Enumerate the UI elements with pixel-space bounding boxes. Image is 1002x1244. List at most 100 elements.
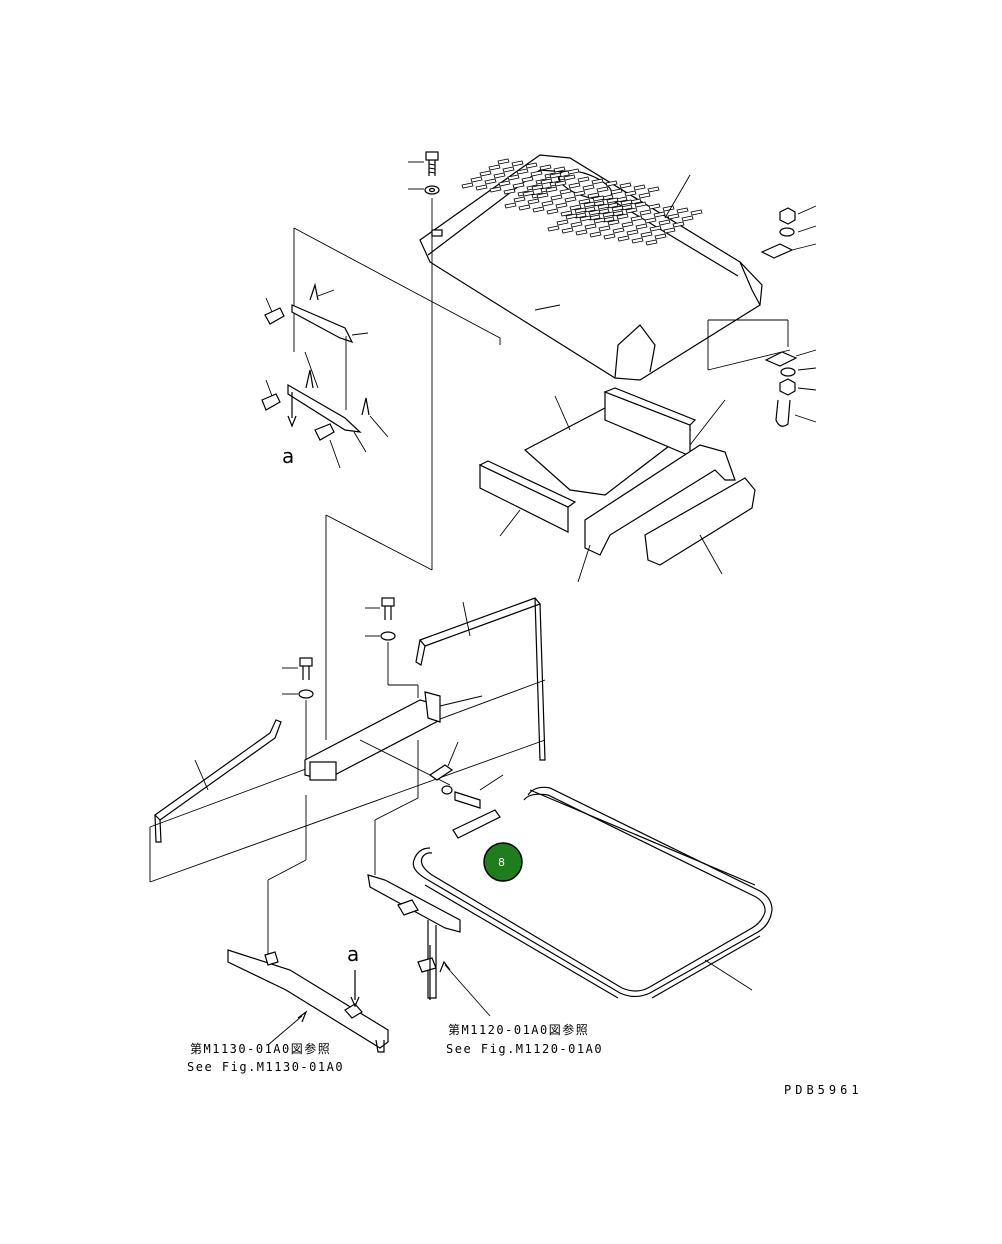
vent-slot — [565, 213, 578, 220]
ref-m1130-en: See Fig.M1130-01A0 — [187, 1060, 344, 1074]
vent-slot — [584, 223, 597, 230]
window-seal — [412, 786, 773, 999]
vent-slot — [647, 186, 660, 193]
vent-slot — [617, 235, 630, 242]
vent-slot — [549, 172, 562, 179]
vent-slot — [511, 160, 524, 167]
vent-slot — [596, 186, 609, 193]
vent-slot — [532, 206, 545, 213]
vent-slot — [607, 219, 620, 226]
vent-slot — [559, 188, 572, 195]
vent-slot — [577, 176, 590, 183]
insulation-pads — [478, 387, 756, 583]
vent-slot — [654, 233, 667, 240]
vent-slot — [587, 192, 600, 199]
vent-slot — [662, 205, 675, 212]
vent-slot — [626, 229, 639, 236]
vent-slot — [605, 180, 618, 187]
vent-slot — [592, 195, 605, 202]
vent-slot — [573, 190, 586, 197]
view-label-a-top: a — [282, 444, 294, 468]
vent-slot — [630, 215, 643, 222]
vent-slot — [598, 225, 611, 232]
hood-bolt — [408, 151, 440, 195]
vent-slot — [602, 211, 615, 218]
middle-bracket-group — [149, 597, 546, 958]
hood-vent-slots — [461, 158, 703, 246]
vent-slot — [606, 197, 619, 204]
vent-slot — [663, 227, 676, 234]
vent-slot — [488, 164, 501, 171]
vent-slot — [570, 221, 583, 228]
vent-slot — [620, 199, 633, 206]
vent-slot — [625, 207, 638, 214]
vent-slot — [616, 213, 629, 220]
vent-slot — [475, 184, 488, 191]
vent-slot — [676, 207, 689, 214]
vent-slot — [545, 186, 558, 193]
vent-slot — [507, 174, 520, 181]
vent-slot — [564, 196, 577, 203]
vent-slot — [525, 162, 538, 169]
vent-slot — [522, 190, 535, 197]
vent-slot — [649, 225, 662, 232]
vent-slot — [631, 237, 644, 244]
vent-slot — [541, 200, 554, 207]
vent-slot — [560, 210, 573, 217]
vent-slot — [583, 201, 596, 208]
vent-slot — [536, 192, 549, 199]
vent-slot — [619, 182, 632, 189]
engine-hood — [419, 154, 763, 381]
vent-slot — [579, 215, 592, 222]
vent-slot — [672, 221, 685, 228]
vent-slot — [531, 184, 544, 191]
vent-slot — [503, 188, 516, 195]
vent-slot — [512, 182, 525, 189]
vent-slot — [690, 209, 703, 216]
vent-slot — [530, 170, 543, 177]
vent-slot — [589, 231, 602, 238]
vent-slot — [640, 231, 653, 238]
vent-slot — [588, 209, 601, 216]
vent-slot — [645, 239, 658, 246]
vent-slot — [521, 176, 534, 183]
vent-slot — [470, 176, 483, 183]
vent-slot — [568, 182, 581, 189]
vent-slot — [561, 227, 574, 234]
hinge-assembly — [261, 227, 501, 469]
vent-slot — [591, 178, 604, 185]
vent-slot — [540, 178, 553, 185]
callout-8[interactable]: 8 — [483, 842, 523, 882]
vent-slot — [550, 194, 563, 201]
vent-slot — [633, 184, 646, 191]
vent-slot — [603, 233, 616, 240]
vent-slot — [597, 203, 610, 210]
vent-slot — [681, 215, 694, 222]
vent-slot — [553, 166, 566, 173]
vent-slot — [621, 221, 634, 228]
vent-slot — [612, 227, 625, 234]
ref-m1120-en: See Fig.M1120-01A0 — [446, 1042, 603, 1056]
vent-slot — [610, 188, 623, 195]
vent-slot — [569, 204, 582, 211]
vent-slot — [639, 209, 652, 216]
vent-slot — [611, 205, 624, 212]
vent-slot — [461, 182, 474, 189]
vent-slot — [554, 180, 567, 187]
vent-slot — [489, 186, 502, 193]
vent-slot — [653, 211, 666, 218]
vent-slot — [516, 168, 529, 175]
vent-slot — [479, 170, 492, 177]
right-side-hardware — [707, 205, 817, 427]
vent-slot — [497, 158, 510, 165]
vent-slot — [575, 229, 588, 236]
vent-slot — [635, 223, 648, 230]
vent-slot — [578, 198, 591, 205]
view-label-a-bottom: a — [347, 942, 359, 966]
vent-slot — [658, 219, 671, 226]
vent-slot — [539, 164, 552, 171]
vent-slot — [498, 180, 511, 187]
vent-slot — [547, 225, 560, 232]
vent-slot — [593, 217, 606, 224]
